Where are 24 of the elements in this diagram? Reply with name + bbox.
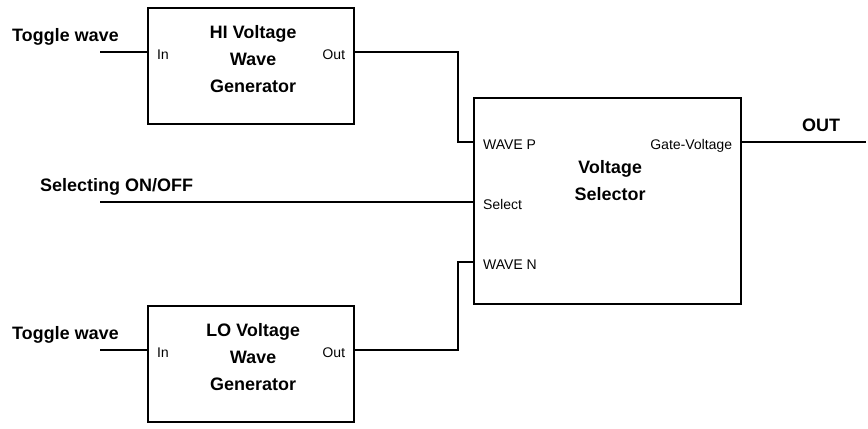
port-label: In <box>157 344 169 360</box>
port-label: WAVE P <box>483 136 536 152</box>
connector-line <box>355 261 473 351</box>
connector-line <box>355 51 473 143</box>
block-box <box>147 305 355 423</box>
block-box <box>473 97 742 305</box>
block-title: LO Voltage Wave Generator <box>205 319 301 396</box>
input-label: OUT <box>802 115 840 136</box>
block-title: HI Voltage Wave Generator <box>208 21 298 98</box>
port-label: Out <box>322 46 345 62</box>
port-label: WAVE N <box>483 256 537 272</box>
port-label: In <box>157 46 169 62</box>
input-label: Selecting ON/OFF <box>40 175 194 196</box>
connector-line <box>100 349 147 351</box>
connector-line <box>742 141 866 143</box>
port-label: Out <box>322 344 345 360</box>
block-title: Voltage Selector <box>573 156 647 206</box>
input-label: Toggle wave <box>12 25 119 46</box>
connector-line <box>100 201 473 203</box>
port-label: Select <box>483 196 522 212</box>
input-label: Toggle wave <box>12 323 119 344</box>
connector-line <box>100 51 147 53</box>
block-box <box>147 7 355 125</box>
port-label: Gate-Voltage <box>650 136 732 152</box>
